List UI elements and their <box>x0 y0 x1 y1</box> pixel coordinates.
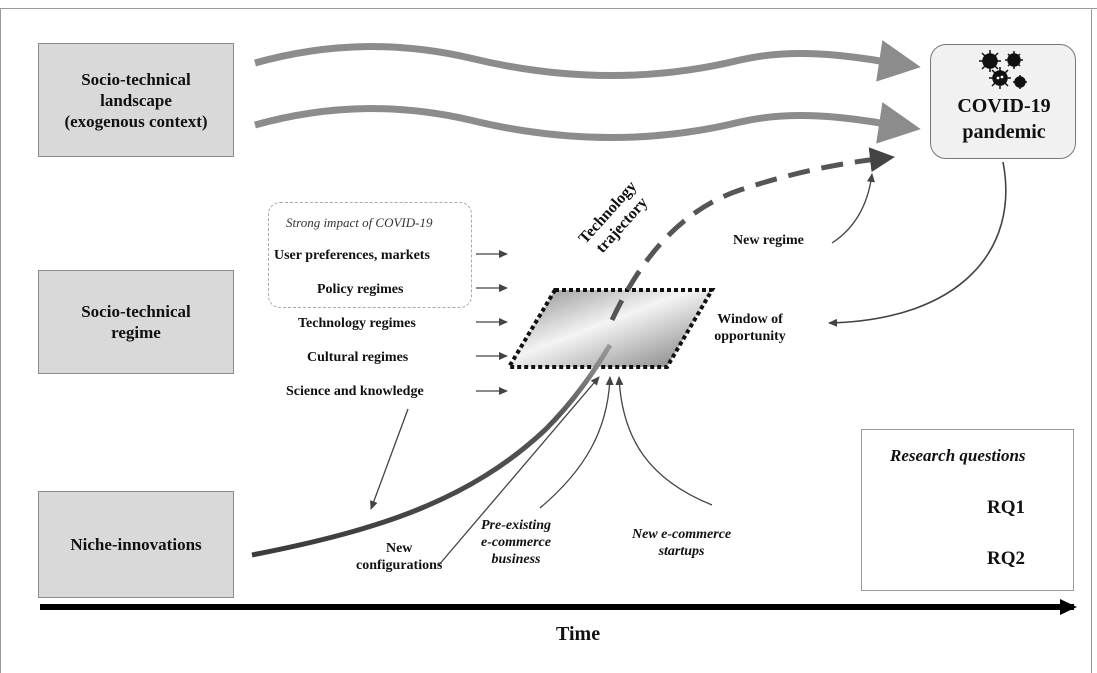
virus-icon <box>979 50 1027 89</box>
arrow-covid-to-window <box>828 161 1007 327</box>
impact-title: Strong impact of COVID-19 <box>286 215 433 230</box>
rq2-label: RQ2 <box>987 548 1025 569</box>
factor-policy-regimes: Policy regimes <box>317 282 404 297</box>
arrow-preexisting-to-window <box>539 376 614 509</box>
frame-border-top <box>0 8 1097 9</box>
arrow-startups-to-window <box>615 376 713 506</box>
frame-border-right <box>1091 8 1092 673</box>
niche-label: Niche-innovations <box>70 535 202 554</box>
impact-box <box>268 202 472 308</box>
covid-label: COVID-19 pandemic <box>957 95 1051 143</box>
landscape-arrow-lower <box>254 102 921 144</box>
covid-box: COVID-19 pandemic <box>930 44 1076 159</box>
research-questions-title: Research questions <box>890 446 1026 465</box>
research-questions-box <box>861 429 1074 591</box>
landscape-box: Socio-technical landscape (exogenous con… <box>38 43 234 157</box>
new-startups-label: New e-commerce startups <box>632 527 732 559</box>
trajectory-dashed <box>609 147 895 322</box>
frame-border-left <box>0 8 1 673</box>
factor-science-knowledge: Science and knowledge <box>286 384 424 399</box>
new-regime-label: New regime <box>733 233 804 248</box>
arrow-science-to-niche <box>370 408 409 510</box>
landscape-label: Socio-technical landscape (exogenous con… <box>64 69 208 131</box>
new-configurations-label: New configurations <box>356 541 443 573</box>
factor-technology-regimes: Technology regimes <box>298 316 416 331</box>
niche-box: Niche-innovations <box>38 491 234 598</box>
factor-cultural-regimes: Cultural regimes <box>307 350 409 365</box>
time-label: Time <box>556 623 601 645</box>
arrow-new-regime <box>831 173 875 244</box>
pre-existing-business-label: Pre-existing e-commerce business <box>481 518 551 567</box>
arrow-config-to-window <box>437 376 600 567</box>
window-parallelogram <box>505 288 716 369</box>
factor-user-preferences: User preferences, markets <box>274 248 430 263</box>
regime-box: Socio-technical regime <box>38 270 234 374</box>
rq1-label: RQ1 <box>987 497 1025 518</box>
trajectory-solid <box>251 343 613 558</box>
regime-label: Socio-technical regime <box>81 302 191 342</box>
window-of-opportunity-label: Window of opportunity <box>714 312 786 344</box>
landscape-arrow-upper <box>254 40 921 82</box>
